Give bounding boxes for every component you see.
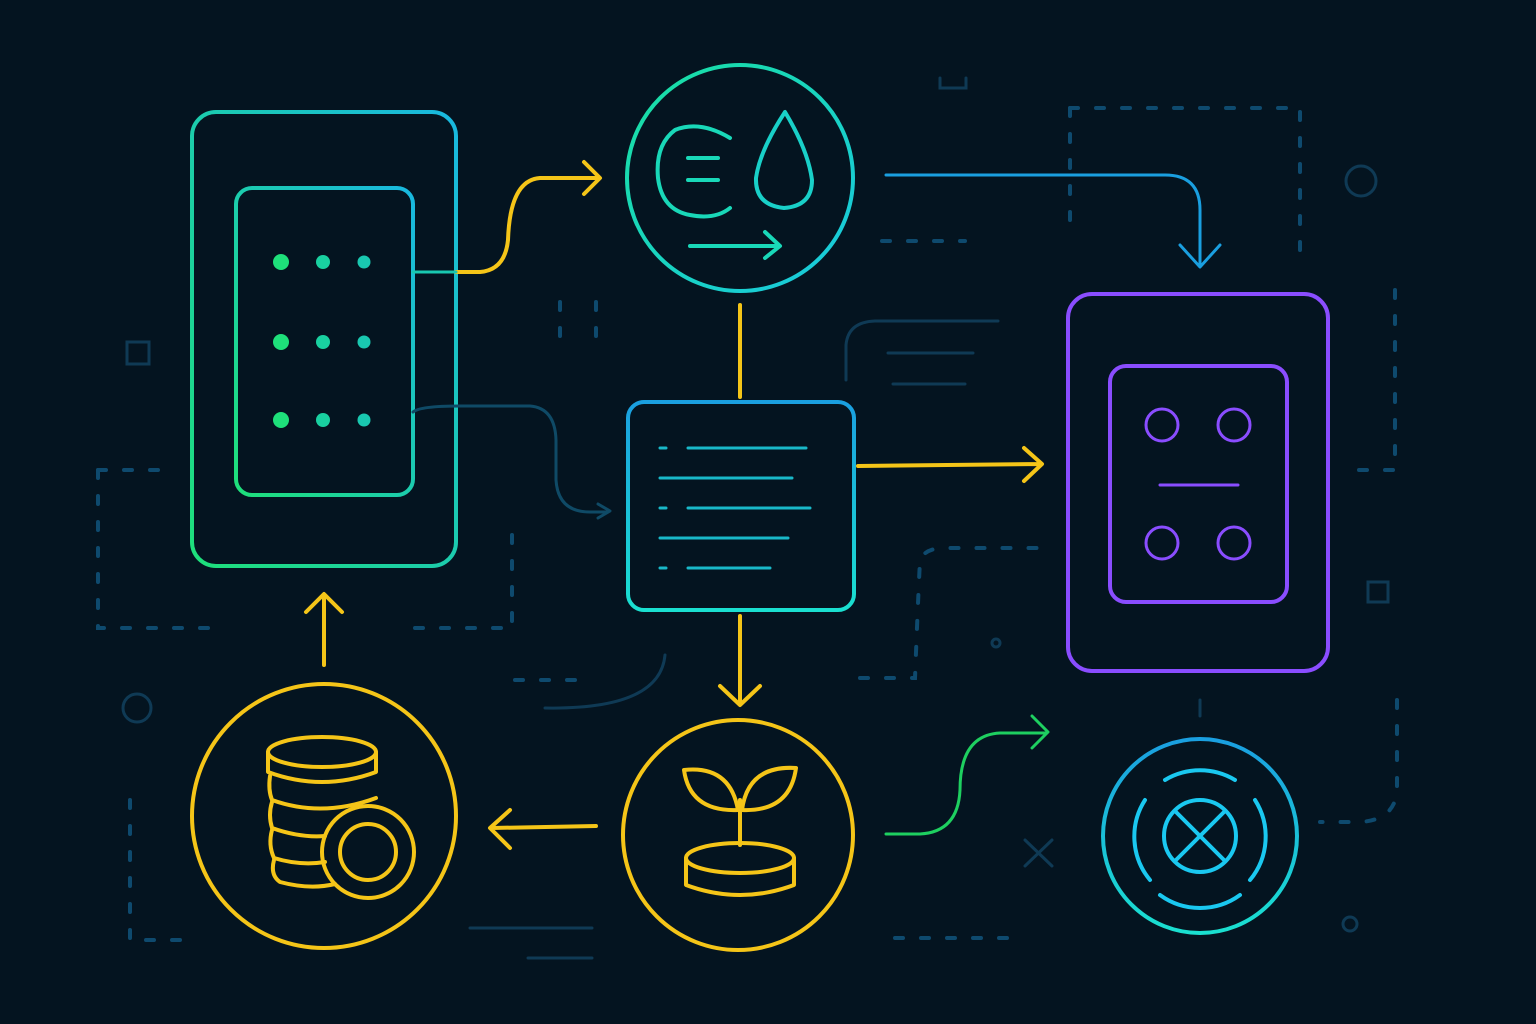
square-mark-icon — [1366, 580, 1390, 604]
circles-grid-icon — [1144, 407, 1252, 561]
purple-panel-node[interactable] — [1066, 292, 1330, 673]
ring-mark-icon — [1341, 915, 1359, 933]
ring-mark-icon — [1344, 164, 1378, 198]
edge-sprout-to-coins — [488, 808, 598, 850]
edge-coins-to-device — [304, 592, 344, 667]
square-mark-icon — [125, 340, 151, 366]
edge-document-to-sprout — [718, 614, 762, 707]
edge-device-to-document — [411, 404, 612, 520]
water-energy-node[interactable] — [625, 63, 855, 293]
device-dots-icon — [273, 254, 371, 428]
target-node[interactable] — [1101, 737, 1299, 935]
sprout-coins-icon — [682, 765, 798, 897]
coin-stack-icon — [266, 735, 416, 900]
document-node[interactable] — [626, 400, 856, 612]
edge-water-to-purple — [884, 173, 1222, 269]
coins-node[interactable] — [190, 682, 458, 950]
x-mark-icon — [1023, 838, 1054, 868]
ring-mark-icon — [121, 692, 153, 724]
background-decorations — [96, 76, 1399, 960]
edge-document-to-purple — [856, 446, 1044, 483]
energy-water-drop-icon — [655, 110, 814, 260]
device-panel-node[interactable] — [190, 110, 458, 568]
edges — [304, 160, 1222, 850]
crossed-circle-icon — [1132, 768, 1268, 910]
document-lines-icon — [658, 446, 812, 570]
sprout-node[interactable] — [621, 718, 855, 952]
edge-sprout-to-target — [884, 714, 1050, 836]
edge-device-to-water — [454, 160, 602, 274]
